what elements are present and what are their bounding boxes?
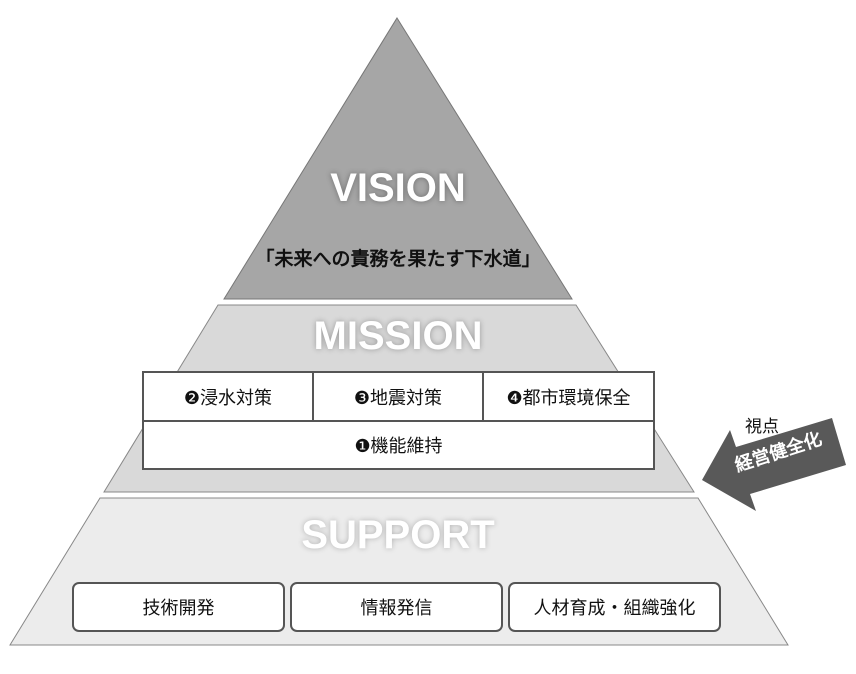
mission-box-flood-control: ❷浸水対策 [142, 371, 314, 422]
vision-title: VISION [330, 166, 466, 210]
management-arrow-shape [702, 418, 846, 511]
viewpoint-label: 視点 [745, 417, 779, 437]
vision-tier [223, 17, 573, 300]
support-box-info-dissemination: 情報発信 [290, 582, 503, 632]
mission-box-earthquake: ❸地震対策 [312, 371, 484, 422]
mission-box-urban-environment: ❹都市環境保全 [482, 371, 655, 422]
mission-box-function-maintenance: ❶機能維持 [142, 420, 655, 470]
vision-subtitle: 「未来への責務を果たす下水道」 [255, 248, 541, 270]
support-title: SUPPORT [301, 513, 495, 557]
mission-title: MISSION [313, 314, 483, 358]
support-box-hr-organization: 人材育成・組織強化 [508, 582, 721, 632]
support-box-tech-development: 技術開発 [72, 582, 285, 632]
